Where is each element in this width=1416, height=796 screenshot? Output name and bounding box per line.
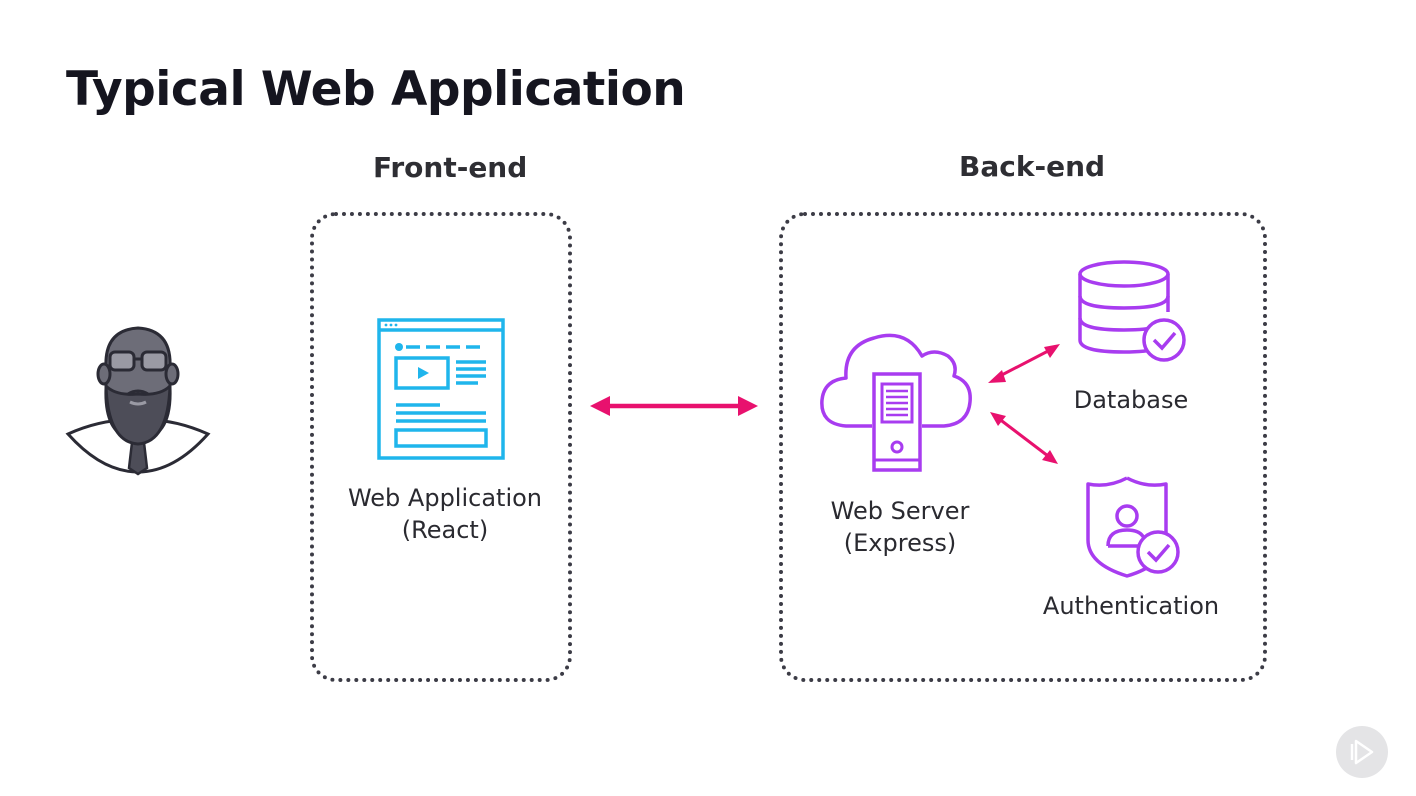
frontend-label: Front-end xyxy=(373,151,528,184)
browser-window-icon xyxy=(377,318,505,460)
database-check-icon xyxy=(1078,260,1186,362)
backend-box xyxy=(779,212,1267,682)
frontend-box xyxy=(310,212,572,682)
shield-user-check-icon xyxy=(1086,476,1180,578)
server-database-arrow xyxy=(988,344,1060,383)
web-server-caption: Web Server (Express) xyxy=(800,495,1000,559)
play-button[interactable] xyxy=(1336,726,1388,778)
user-avatar-icon xyxy=(65,326,211,476)
database-caption: Database xyxy=(1073,386,1189,414)
backend-label: Back-end xyxy=(959,150,1106,183)
web-server-label: Web Server xyxy=(830,497,970,525)
web-server-sublabel: (Express) xyxy=(843,529,957,557)
frontend-backend-arrow xyxy=(590,396,758,416)
web-app-caption: Web Application (React) xyxy=(330,482,560,546)
cloud-server-icon xyxy=(820,333,972,472)
web-app-sublabel: (React) xyxy=(401,516,489,544)
authentication-caption: Authentication xyxy=(1042,592,1220,620)
web-app-label: Web Application xyxy=(347,484,543,512)
play-icon xyxy=(1350,739,1374,765)
slide-title: Typical Web Application xyxy=(66,62,686,117)
server-authentication-arrow xyxy=(990,412,1058,464)
